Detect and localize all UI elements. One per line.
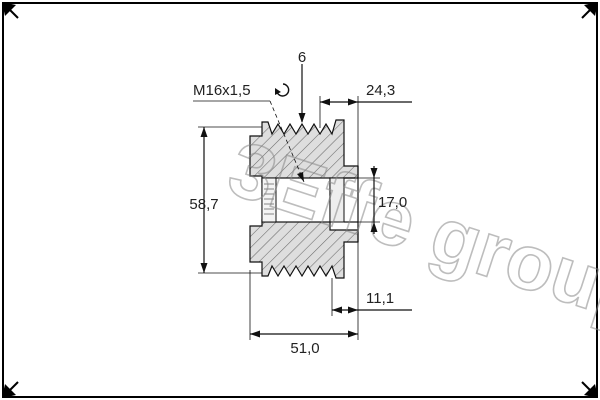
- dimension-offset: 11,1: [331, 278, 412, 316]
- dimension-top-width: 6: [298, 49, 306, 123]
- rotate-arrow-icon: [275, 83, 290, 97]
- spline-teeth: [264, 183, 274, 215]
- corner-arrow-icon: [2, 2, 19, 19]
- offset-label: 11,1: [366, 290, 394, 307]
- dimension-length: 24,3: [319, 82, 412, 166]
- top-width-label: 6: [298, 49, 306, 66]
- corner-arrow-icon: [581, 2, 598, 19]
- pulley-lower-half: [249, 219, 359, 279]
- corner-arrow-icon: [581, 381, 598, 398]
- pulley-section: [249, 119, 359, 279]
- length-label: 24,3: [366, 82, 395, 99]
- bore-label: 17,0: [378, 194, 407, 211]
- dimension-bore: 17,0: [358, 166, 407, 234]
- thread-label: M16x1,5: [193, 82, 251, 99]
- total-length-label: 51,0: [290, 340, 319, 357]
- outer-diameter-label: 58,7: [189, 196, 218, 213]
- corner-arrow-icon: [2, 381, 19, 398]
- dimension-outer-diameter: 58,7: [189, 126, 262, 274]
- thread-callout: M16x1,5: [193, 82, 305, 183]
- hub-end: [329, 177, 345, 223]
- dimension-total-length: 51,0: [249, 242, 359, 357]
